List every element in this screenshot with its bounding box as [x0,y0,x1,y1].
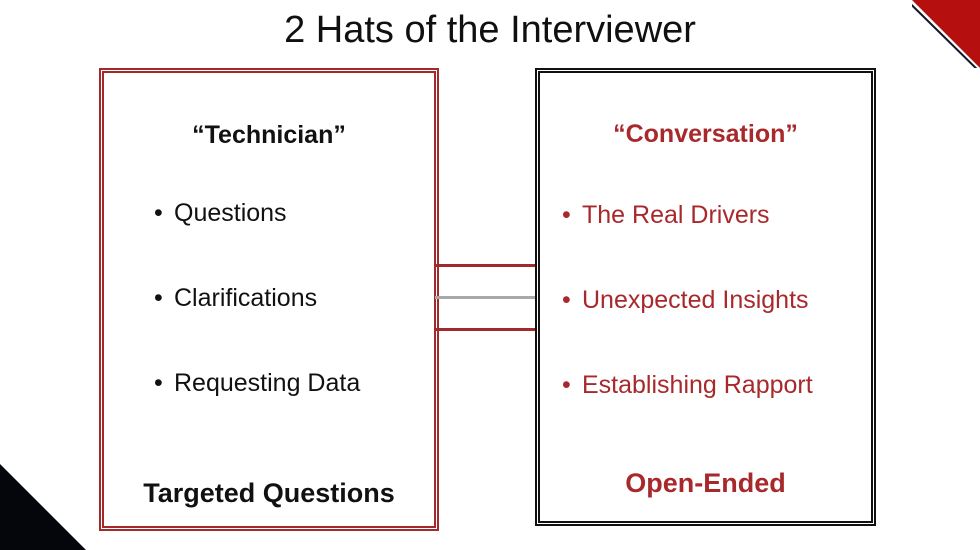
panel-technician-content: “Technician” • Questions • Clarification… [104,73,434,526]
panel-conversation-footer: Open-Ended [625,468,786,498]
list-item: • Clarifications [154,286,484,311]
list-item: • Questions [154,201,484,226]
black-triangle-fill [0,464,86,550]
panel-conversation-bullet-list: • The Real Drivers • Unexpected Insights… [540,203,893,458]
black-triangle-decoration [0,464,86,550]
panel-conversation-content: “Conversation” • The Real Drivers • Unex… [540,73,871,521]
list-item-label: The Real Drivers [582,201,770,229]
list-item: • Requesting Data [154,371,484,396]
panel-technician-heading: “Technician” [192,121,346,149]
panel-conversation: “Conversation” • The Real Drivers • Unex… [535,68,876,526]
list-item-label: Questions [174,199,287,227]
list-item-label: Clarifications [174,284,318,312]
list-item-label: Unexpected Insights [582,286,809,314]
list-item: • The Real Drivers [562,203,893,228]
list-item-label: Establishing Rapport [582,371,813,399]
panel-technician: “Technician” • Questions • Clarification… [99,68,439,531]
bullet-icon: • [562,371,571,399]
bullet-icon: • [154,284,163,312]
bullet-icon: • [154,199,163,227]
list-item-label: Requesting Data [174,369,361,397]
list-item: • Unexpected Insights [562,288,893,313]
bullet-icon: • [562,201,571,229]
panel-technician-footer: Targeted Questions [143,478,395,508]
bullet-icon: • [154,369,163,397]
panel-technician-bullet-list: • Questions • Clarifications • Requestin… [104,201,484,456]
list-item: • Establishing Rapport [562,373,893,398]
page-title: 2 Hats of the Interviewer [284,9,696,51]
panel-conversation-heading: “Conversation” [613,120,798,148]
bullet-icon: • [562,286,571,314]
